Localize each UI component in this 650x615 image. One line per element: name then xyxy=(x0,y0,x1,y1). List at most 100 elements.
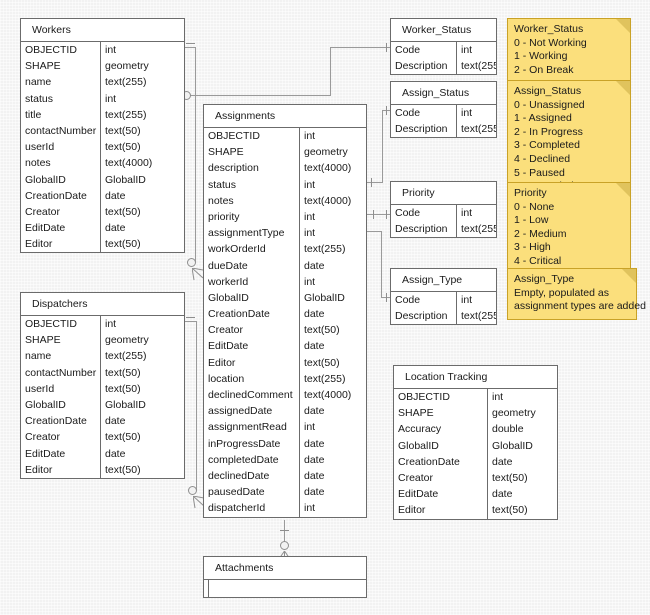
field-type: GlobalID xyxy=(304,291,345,304)
field-type: int xyxy=(304,210,316,223)
note-line: 1 - Working xyxy=(514,50,568,63)
table-row: GlobalID GlobalID xyxy=(21,171,184,188)
field-type: int xyxy=(461,294,473,306)
field-name: notes xyxy=(204,192,300,209)
table-row: GlobalID GlobalID xyxy=(204,289,366,307)
note-line: 5 - Paused xyxy=(514,166,565,179)
entity-title-worker-status: Worker_Status xyxy=(391,19,496,42)
field-type: int xyxy=(105,44,117,56)
field-type: date xyxy=(304,437,325,450)
entity-assign-status[interactable]: Assign_Status CodeintDescriptiontext(255… xyxy=(390,81,497,139)
field-type: date xyxy=(105,447,126,460)
field-type: int xyxy=(461,44,473,56)
note-title-worker-status: Worker_Status xyxy=(514,23,584,35)
cardinality-one-worker-status xyxy=(386,43,387,52)
field-type: text(50) xyxy=(105,382,141,395)
field-type: text(50) xyxy=(304,356,340,369)
field-type: text(255) xyxy=(105,76,147,89)
table-row: EditDate date xyxy=(394,486,557,503)
connector-assign-priority-seg1 xyxy=(367,214,390,215)
field-type: GlobalID xyxy=(105,173,146,186)
field-type xyxy=(209,580,366,597)
field-type: date xyxy=(304,453,325,466)
field-name: GlobalID xyxy=(21,171,101,188)
connector-workers-assign-seg2 xyxy=(195,47,196,262)
field-name: Description xyxy=(391,221,457,238)
field-type: int xyxy=(105,318,117,330)
field-name: Code xyxy=(391,105,457,122)
field-name: title xyxy=(21,106,101,123)
field-name: pausedDate xyxy=(204,484,300,501)
field-type: int xyxy=(461,207,473,219)
field-name: SHAPE xyxy=(21,58,101,75)
connector-assign-type-seg3 xyxy=(381,297,390,298)
field-type: date xyxy=(492,488,513,501)
field-name: assignmentRead xyxy=(204,419,300,436)
cardinality-one-assignments-priority xyxy=(373,210,374,219)
field-name: GlobalID xyxy=(204,289,300,307)
field-name: completedDate xyxy=(204,451,300,468)
entity-attachments[interactable]: Attachments xyxy=(203,556,367,598)
field-type: text(255) xyxy=(304,243,346,256)
cardinality-one-assign-status xyxy=(386,106,387,115)
field-name: OBJECTID xyxy=(21,42,101,59)
field-name: description xyxy=(204,160,300,177)
field-name: assignmentType xyxy=(204,225,300,242)
field-type: GlobalID xyxy=(105,398,146,411)
field-type: date xyxy=(304,469,325,482)
field-name: priority xyxy=(204,208,300,226)
connector-assign-status-seg2 xyxy=(382,110,383,183)
field-name: EditDate xyxy=(394,486,488,503)
field-type: text(255) xyxy=(461,123,496,136)
field-name: Editor xyxy=(204,354,300,371)
entity-worker-status[interactable]: Worker_Status CodeintDescriptiontext(255… xyxy=(390,18,497,76)
field-name: dispatcherId xyxy=(204,500,300,517)
connector-workers-status-seg3 xyxy=(330,47,390,48)
field-type: date xyxy=(304,340,325,353)
field-name: Editor xyxy=(394,502,488,519)
field-name: assignedDate xyxy=(204,403,300,420)
field-type: date xyxy=(304,308,325,321)
note-title-assign-type: Assign_Type xyxy=(514,273,575,285)
field-name: Creator xyxy=(204,322,300,339)
field-name: SHAPE xyxy=(394,405,488,422)
